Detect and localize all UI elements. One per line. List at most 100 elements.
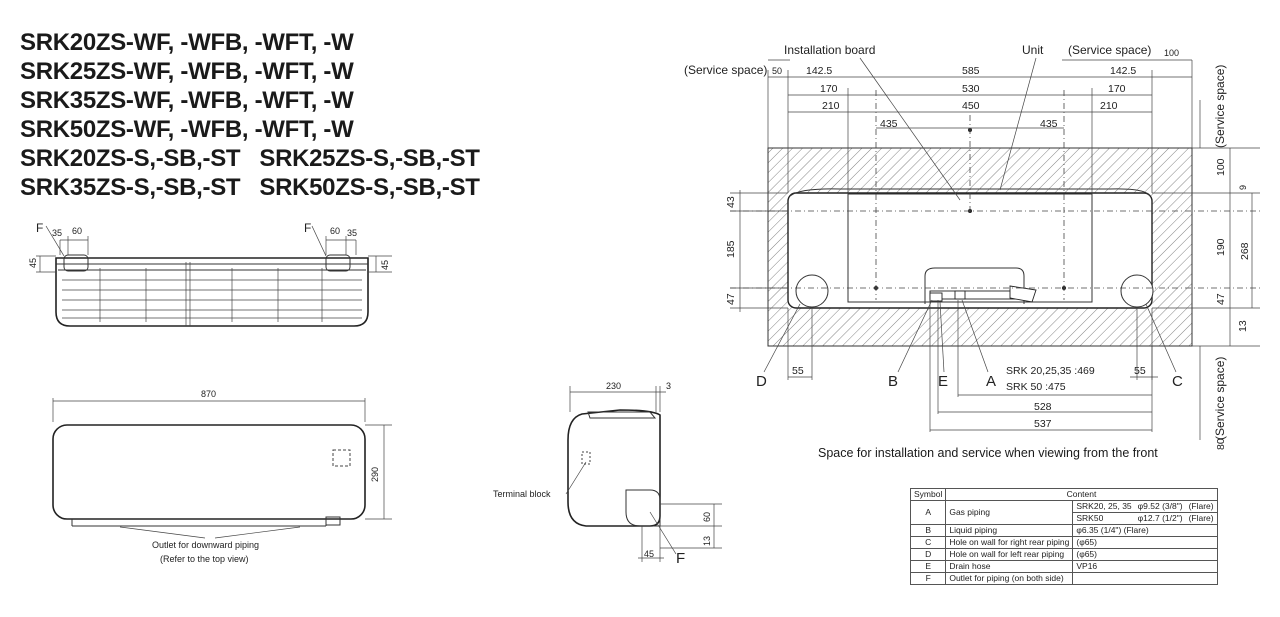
table-row: A Gas piping SRK20, 25, 35 φ9.52 (3/8") … — [909, 500, 1218, 525]
dim-right-47: 47 — [1215, 293, 1227, 305]
model-line-1: SRK20ZS-WF, -WFB, -WFT, -W — [20, 29, 354, 56]
row-value-d: (φ65) — [1072, 548, 1218, 561]
point-label-c: C — [1172, 373, 1183, 390]
row-a-flare-1: (Flare) — [1185, 500, 1218, 513]
model-line-4: SRK50ZS-WF, -WFB, -WFT, -W — [20, 116, 354, 143]
row-name-e: Drain hose — [945, 560, 1074, 573]
dim-left-47: 47 — [725, 293, 737, 305]
service-space-left: (Service space) — [684, 63, 767, 77]
srk-dim-a: SRK 20,25,35 :469 — [1006, 365, 1095, 377]
top-view-dim-35-right: 35 — [347, 228, 357, 238]
row-value-b: φ6.35 (1/4") (Flare) — [1072, 524, 1218, 537]
dim-right-service-100: 100 — [1164, 48, 1179, 58]
side-view-dim-60: 60 — [702, 512, 712, 522]
outlet-note-2: (Refer to the top view) — [160, 554, 249, 564]
dim-170-right: 170 — [1108, 83, 1126, 95]
row-value-f — [1072, 572, 1218, 585]
row-name-b: Liquid piping — [945, 524, 1074, 537]
dim-210-left: 210 — [822, 100, 840, 112]
dim-right-190: 190 — [1215, 238, 1227, 256]
row-a-flare-2: (Flare) — [1185, 512, 1218, 525]
unit-label: Unit — [1022, 43, 1044, 57]
symbol-table: Symbol Content A Gas piping SRK20, 25, 3… — [909, 488, 1218, 585]
dim-right-9: 9 — [1238, 185, 1248, 190]
side-view-gap: 3 — [666, 381, 671, 391]
row-symbol-e: E — [909, 560, 947, 573]
row-value-c: (φ65) — [1072, 536, 1218, 549]
row-symbol-a: A — [909, 500, 947, 525]
dim-435-left: 435 — [880, 118, 898, 130]
dim-537: 537 — [1034, 418, 1052, 430]
service-space-bottom-vertical: (Service space) — [1213, 357, 1227, 440]
installation-board-label: Installation board — [784, 43, 875, 57]
dim-right-268: 268 — [1239, 242, 1251, 260]
header-content: Content — [945, 488, 1218, 501]
row-symbol-b: B — [909, 524, 947, 537]
row-symbol-f: F — [909, 572, 947, 585]
point-label-b: B — [888, 373, 898, 390]
top-view-dim-45-left: 45 — [28, 258, 38, 268]
side-view-f-label: F — [676, 550, 685, 567]
service-space-right: (Service space) — [1068, 43, 1151, 57]
service-space-top-vertical: (Service space) — [1213, 65, 1227, 148]
terminal-block-label: Terminal block — [493, 489, 551, 499]
header-symbol: Symbol — [909, 488, 947, 501]
dim-bottom-55-right: 55 — [1134, 365, 1146, 377]
row-a-value-2: φ12.7 (1/2") — [1134, 512, 1186, 525]
dim-170-left: 170 — [820, 83, 838, 95]
installation-view: (Service space) 50 142.5 585 142.5 (Serv… — [684, 43, 1260, 450]
dim-210-right: 210 — [1100, 100, 1118, 112]
side-view-dim-13: 13 — [702, 536, 712, 546]
dim-450: 450 — [962, 100, 980, 112]
row-name-f: Outlet for piping (on both side) — [945, 572, 1074, 585]
point-label-d: D — [756, 373, 767, 390]
dim-left-service-50: 50 — [772, 66, 782, 76]
dim-left-185: 185 — [725, 240, 737, 258]
row-a-model-2: SRK50 — [1072, 512, 1135, 525]
point-label-e: E — [938, 373, 948, 390]
table-row: B Liquid piping φ6.35 (1/4") (Flare) — [909, 524, 1218, 537]
table-row: SRK50 φ12.7 (1/2") (Flare) — [911, 512, 1218, 525]
top-view-dim-60-left: 60 — [72, 226, 82, 236]
table-row: E Drain hose VP16 — [909, 560, 1218, 573]
front-view-height: 290 — [370, 467, 380, 482]
srk-dim-b: SRK 50 :475 — [1006, 381, 1066, 393]
dim-435-right: 435 — [1040, 118, 1058, 130]
top-view-dim-60-right: 60 — [330, 226, 340, 236]
table-row: F Outlet for piping (on both side) — [909, 572, 1218, 585]
dim-142-5-right: 142.5 — [1110, 65, 1136, 77]
side-view-depth: 230 — [606, 381, 621, 391]
dim-142-5-left: 142.5 — [806, 65, 832, 77]
table-header-row: Symbol Content — [909, 488, 1218, 501]
model-line-5: SRK20ZS-S,-SB,-ST SRK25ZS-S,-SB,-ST — [20, 145, 480, 172]
row-name-a: Gas piping — [945, 500, 1074, 525]
dim-bottom-55-left: 55 — [792, 365, 804, 377]
dim-right-13: 13 — [1237, 320, 1249, 332]
front-view: 870 290 Outlet for downward piping (Refe… — [52, 389, 392, 564]
model-line-3: SRK35ZS-WF, -WFB, -WFT, -W — [20, 87, 354, 114]
installation-caption: Space for installation and service when … — [818, 446, 1158, 460]
row-a-model-1: SRK20, 25, 35 — [1072, 500, 1135, 513]
dim-530: 530 — [962, 83, 980, 95]
table-row: C Hole on wall for right rear piping (φ6… — [909, 536, 1218, 549]
front-view-width: 870 — [201, 389, 216, 399]
side-view-dim-45: 45 — [644, 549, 654, 559]
top-view-f-right: F — [304, 221, 311, 235]
model-line-6: SRK35ZS-S,-SB,-ST SRK50ZS-S,-SB,-ST — [20, 174, 480, 201]
top-view-dim-35-left: 35 — [52, 228, 62, 238]
point-label-a: A — [986, 373, 996, 390]
dim-right-100: 100 — [1215, 158, 1227, 176]
dim-right-80: 80 — [1215, 438, 1227, 450]
row-symbol-c: C — [909, 536, 947, 549]
row-a-value-1: φ9.52 (3/8") — [1134, 500, 1186, 513]
top-view-f-left: F — [36, 221, 43, 235]
row-name-c: Hole on wall for right rear piping — [945, 536, 1074, 549]
row-symbol-d: D — [909, 548, 947, 561]
side-view: 230 3 Terminal block 60 13 45 F — [493, 381, 722, 567]
outlet-note-1: Outlet for downward piping — [152, 540, 259, 550]
model-list: SRK20ZS-WF, -WFB, -WFT, -W SRK25ZS-WF, -… — [20, 28, 480, 202]
model-line-2: SRK25ZS-WF, -WFB, -WFT, -W — [20, 58, 354, 85]
dim-528: 528 — [1034, 401, 1052, 413]
dim-585: 585 — [962, 65, 980, 77]
